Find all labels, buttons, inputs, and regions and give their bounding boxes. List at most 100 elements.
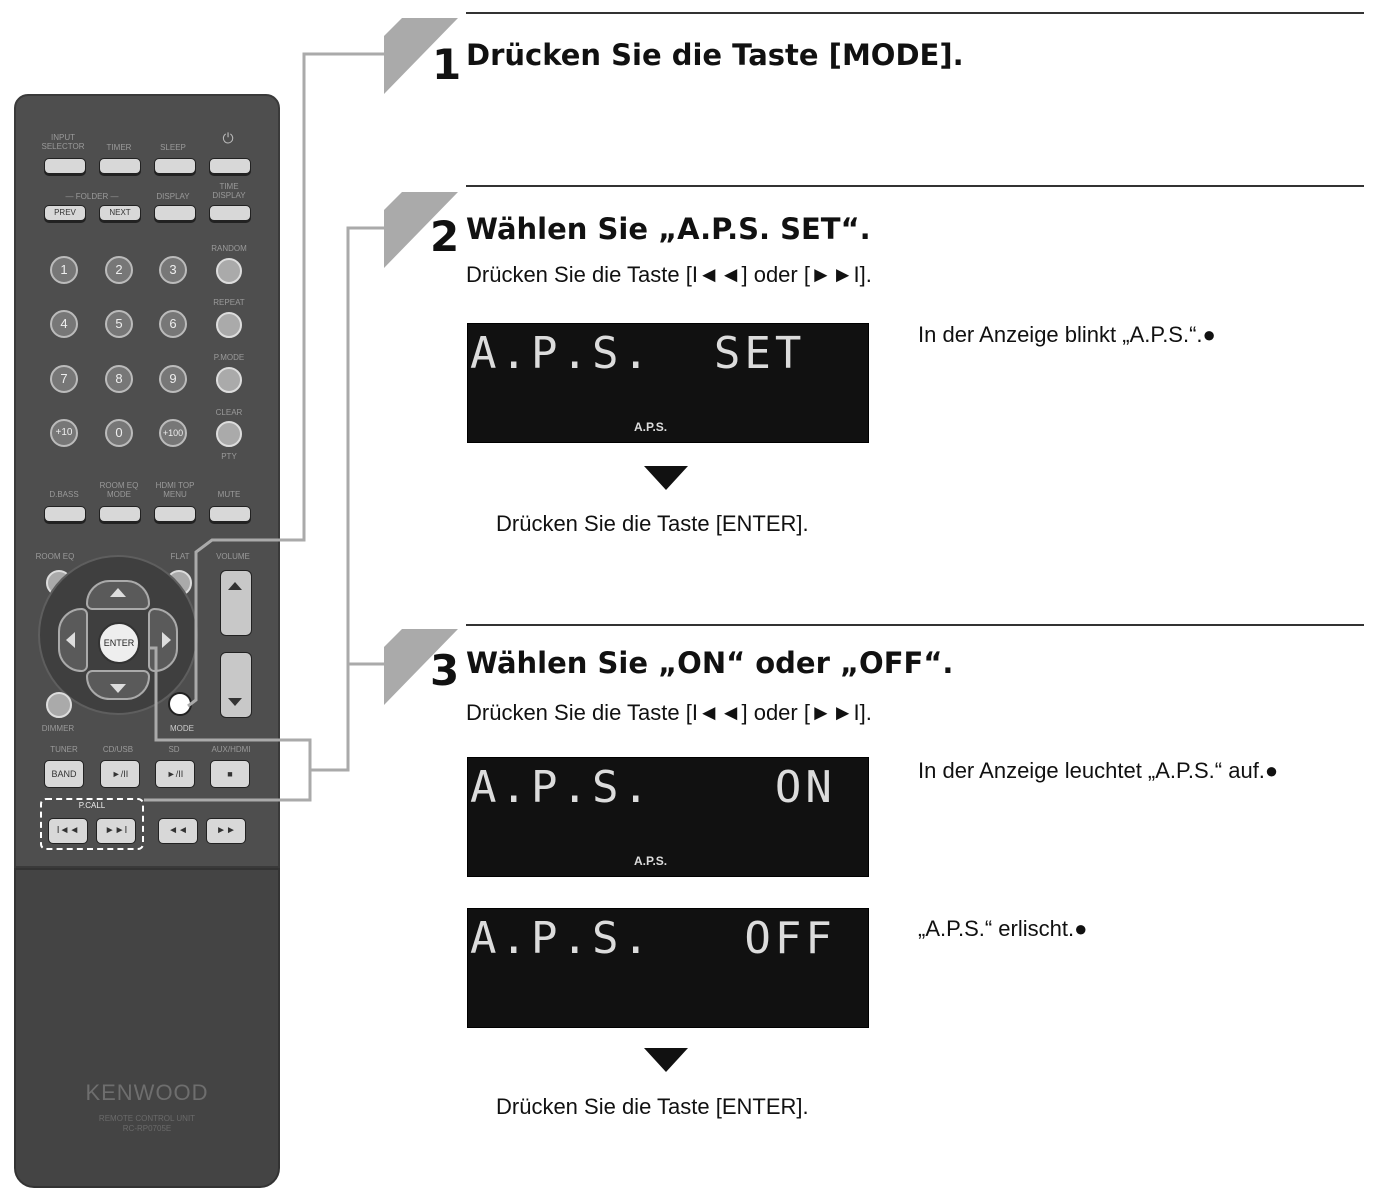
dbass-label: D.BASS — [49, 490, 79, 499]
step3-marker — [384, 629, 458, 705]
brand-logo: KENWOOD — [85, 1080, 209, 1105]
volume-up-button[interactable] — [220, 570, 252, 636]
step2-number: 2 — [430, 212, 460, 261]
number-button-2[interactable]: 2 — [105, 256, 133, 284]
step3-display-on-indicator: A.P.S. — [634, 854, 668, 868]
prev-button[interactable]: PREV — [44, 205, 86, 221]
dbass-button[interactable] — [44, 506, 86, 522]
step1-marker — [384, 18, 458, 94]
sd-label: SD — [168, 745, 180, 754]
arrow-right-icon — [162, 632, 171, 648]
pcall-highlight — [40, 798, 144, 850]
display-label: DISPLAY — [156, 192, 190, 201]
step2-display-indicator: A.P.S. — [634, 420, 668, 434]
repeat-button[interactable] — [216, 312, 242, 338]
aux-hdmi-label: AUX/HDMI — [211, 745, 251, 754]
mute-button[interactable] — [209, 506, 251, 522]
stop-button[interactable]: ■ — [210, 760, 250, 788]
sd-play-pause-button[interactable]: ►/II — [155, 760, 195, 788]
power-icon: ⏻ — [222, 130, 234, 146]
connector-step2 — [310, 226, 390, 772]
band-button[interactable]: BAND — [44, 760, 84, 788]
flat-label: FLAT — [170, 552, 190, 561]
number-button-0[interactable]: 0 — [105, 419, 133, 447]
time-display-button[interactable] — [209, 205, 251, 221]
step1-number: 1 — [432, 40, 462, 89]
step3-note-on: In der Anzeige leuchtet „A.P.S.“ auf.● — [918, 758, 1279, 783]
timer-button[interactable] — [99, 158, 141, 174]
skip-back-button[interactable]: I◄◄ — [48, 818, 88, 844]
power-button[interactable] — [209, 158, 251, 174]
room-eq-mode-label: ROOM EQ MODE — [99, 481, 139, 499]
step2-display: A.P.S. SET A.P.S. — [467, 323, 869, 443]
room-eq-mode-button[interactable] — [99, 506, 141, 522]
folder-label: — FOLDER — — [65, 192, 119, 201]
fast-forward-button[interactable]: ►► — [206, 818, 246, 844]
number-button-9[interactable]: 9 — [159, 365, 187, 393]
time-display-label: TIME DISPLAY — [212, 182, 246, 200]
step2-marker — [384, 192, 458, 268]
arrow-left-icon — [66, 632, 75, 648]
clear-label: CLEAR — [215, 408, 243, 417]
repeat-label: REPEAT — [213, 298, 245, 307]
hdmi-top-menu-button[interactable] — [154, 506, 196, 522]
arrow-up-icon — [110, 588, 126, 597]
clear-button[interactable] — [216, 421, 242, 447]
tuner-label: TUNER — [50, 745, 78, 754]
pcall-label: P.CALL — [78, 801, 106, 810]
step3-title: Wählen Sie „ON“ oder „OFF“. — [466, 646, 954, 680]
cd-usb-label: CD/USB — [102, 745, 134, 754]
step3-display-on: A.P.S. ON A.P.S. — [467, 757, 869, 877]
random-button[interactable] — [216, 258, 242, 284]
connector-enter-pcall — [144, 646, 312, 802]
number-button-8[interactable]: 8 — [105, 365, 133, 393]
timer-label: TIMER — [106, 143, 132, 152]
cd-usb-play-pause-button[interactable]: ►/II — [100, 760, 140, 788]
input-selector-button[interactable] — [44, 158, 86, 174]
number-button-plus10[interactable]: +10 — [50, 419, 78, 447]
arrow-down-icon — [110, 684, 126, 693]
connector-lines — [144, 52, 390, 802]
step2-title: Wählen Sie „A.P.S. SET“. — [466, 212, 871, 246]
pmode-button[interactable] — [216, 367, 242, 393]
connector-step1 — [187, 52, 390, 708]
number-button-6[interactable]: 6 — [159, 310, 187, 338]
model-label: REMOTE CONTROL UNIT RC-RP0705E — [98, 1114, 196, 1133]
number-button-4[interactable]: 4 — [50, 310, 78, 338]
dimmer-label: DIMMER — [41, 724, 75, 733]
mode-label: MODE — [170, 724, 194, 733]
step1-title: Drücken Sie die Taste [MODE]. — [466, 38, 964, 72]
step2-display-text: A.P.S. SET — [470, 328, 806, 379]
number-button-3[interactable]: 3 — [159, 256, 187, 284]
next-button[interactable]: NEXT — [99, 205, 141, 221]
step2-instruction: Drücken Sie die Taste [I◄◄] oder [►►I]. — [466, 262, 872, 287]
remote-control-grip — [14, 868, 280, 1188]
step2-rule — [466, 185, 1364, 187]
number-button-plus100[interactable]: +100 — [159, 419, 187, 447]
volume-down-icon — [228, 698, 242, 706]
sleep-button[interactable] — [154, 158, 196, 174]
step3-display-on-text: A.P.S. ON — [470, 762, 836, 813]
room-eq-label: ROOM EQ — [35, 552, 75, 561]
arrow-down-icon — [644, 466, 688, 490]
volume-down-button[interactable] — [220, 652, 252, 718]
arrow-down-icon — [644, 1048, 688, 1072]
input-selector-label: INPUT SELECTOR — [41, 133, 85, 151]
number-button-7[interactable]: 7 — [50, 365, 78, 393]
enter-button[interactable]: ENTER — [98, 622, 140, 664]
step3-display-off-text: A.P.S. OFF — [470, 913, 836, 964]
skip-forward-button[interactable]: ►►I — [96, 818, 136, 844]
nav-down-button[interactable] — [86, 670, 150, 700]
number-button-5[interactable]: 5 — [105, 310, 133, 338]
step3-number: 3 — [430, 646, 460, 695]
step1-rule — [466, 12, 1364, 14]
display-button[interactable] — [154, 205, 196, 221]
rewind-button[interactable]: ◄◄ — [158, 818, 198, 844]
dimmer-button[interactable] — [46, 692, 72, 718]
step2-after: Drücken Sie die Taste [ENTER]. — [496, 511, 809, 536]
number-button-1[interactable]: 1 — [50, 256, 78, 284]
step3-display-off: A.P.S. OFF — [467, 908, 869, 1028]
volume-label: VOLUME — [216, 552, 250, 561]
nav-right-button[interactable] — [148, 608, 178, 672]
random-label: RANDOM — [211, 244, 247, 253]
